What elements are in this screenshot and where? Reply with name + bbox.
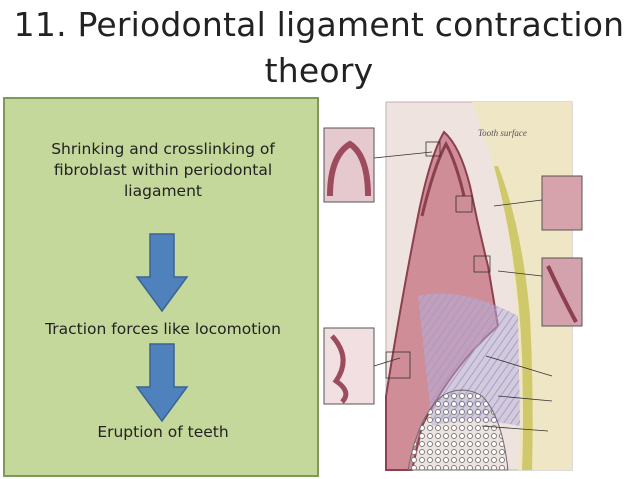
flow-panel: Shrinking and crosslinking of fibroblast…	[3, 97, 319, 477]
slide-title: 11. Periodontal ligament contraction the…	[0, 0, 638, 94]
flow-step-eruption: Eruption of teeth	[97, 423, 229, 441]
periodontal-ligament-histology-figure: Tooth surface	[322, 96, 636, 478]
down-arrow-icon	[135, 233, 189, 313]
title-line-1: 11. Periodontal ligament contraction	[13, 5, 625, 44]
flow-step-shrinking: Shrinking and crosslinking of fibroblast…	[51, 140, 275, 200]
figure-label-tooth-surface: Tooth surface	[478, 128, 527, 138]
flow-step-traction: Traction forces like locomotion	[45, 320, 281, 338]
down-arrow-icon	[135, 343, 189, 423]
title-line-2: theory	[264, 51, 374, 90]
